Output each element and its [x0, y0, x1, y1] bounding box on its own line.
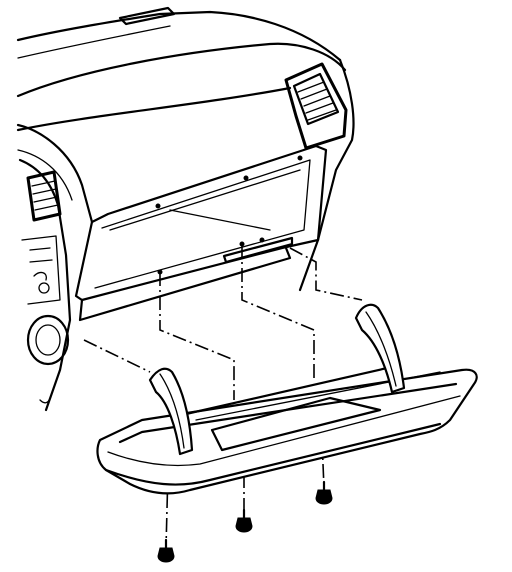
assembly-guide-lines [83, 244, 363, 549]
air-outlet-right [284, 62, 348, 150]
instrument-panel [16, 6, 355, 412]
hinge-arm-right [354, 303, 406, 394]
screw-2 [235, 508, 253, 533]
screw-1 [157, 538, 175, 563]
screw-3 [315, 480, 333, 505]
hinge-arm-left [148, 367, 194, 456]
air-outlet-center [26, 170, 62, 222]
